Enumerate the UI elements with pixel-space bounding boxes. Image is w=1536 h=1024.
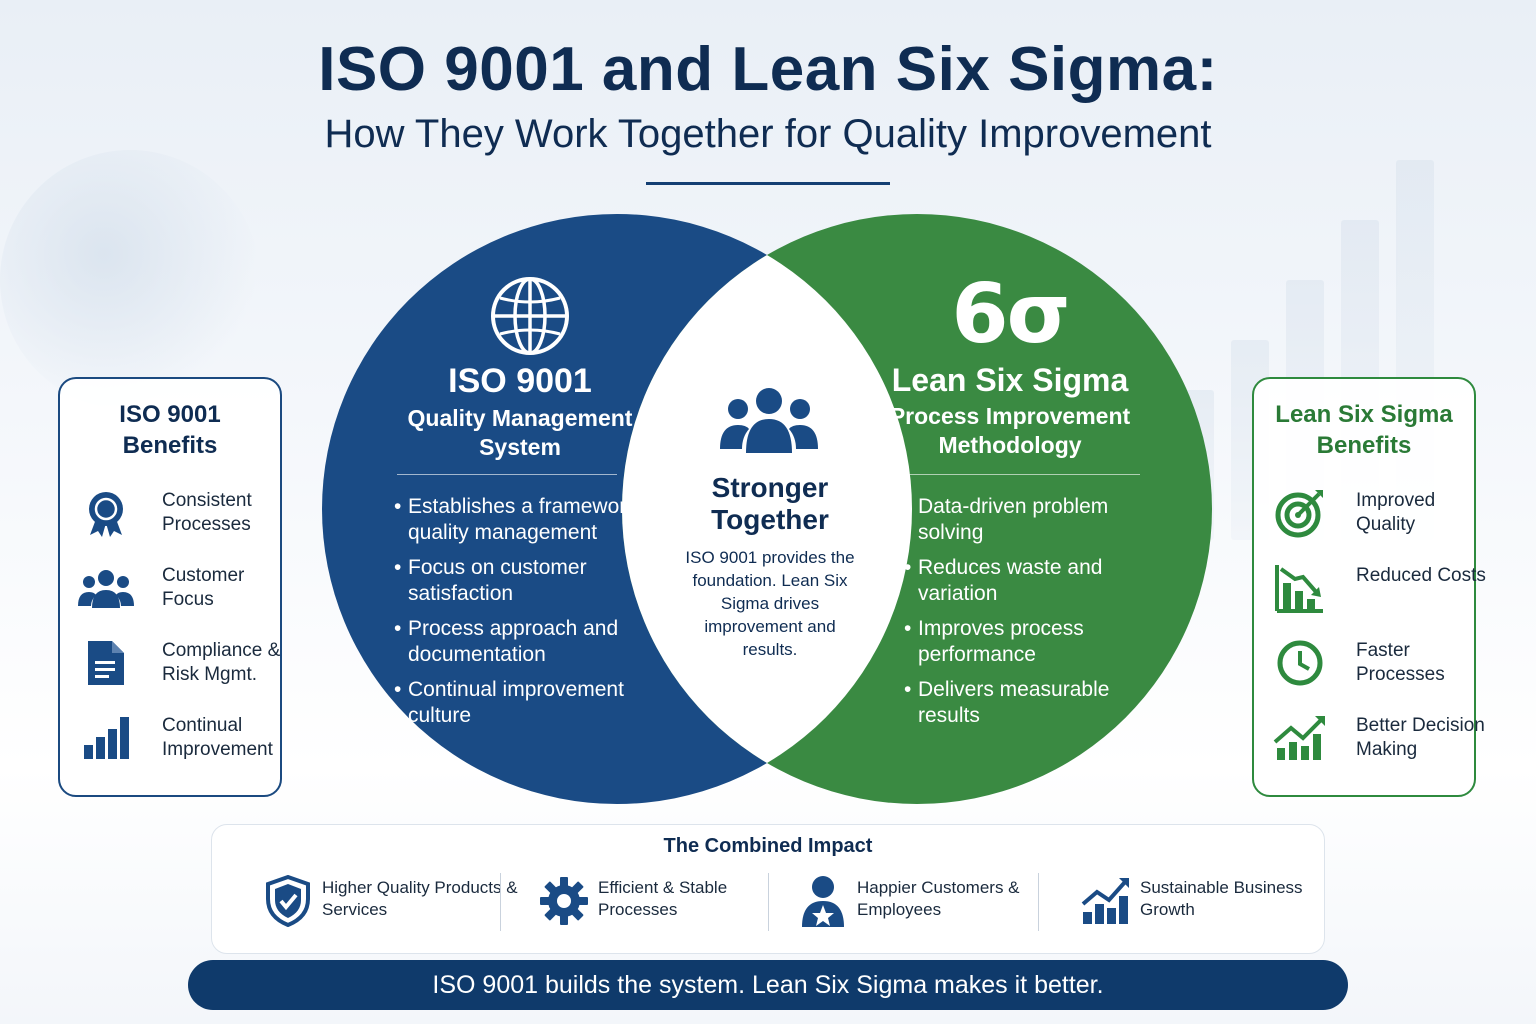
customers-icon — [78, 564, 134, 612]
growth-chart-icon — [1080, 875, 1132, 927]
list-item: Continual improvement culture — [394, 677, 674, 729]
iso-benefits-title: ISO 9001 Benefits — [119, 401, 221, 459]
iso-benefit-item: Consistent Processes — [78, 485, 278, 541]
clock-icon — [1272, 639, 1328, 687]
document-icon — [78, 639, 134, 687]
list-item: Process approach and documentation — [394, 616, 674, 668]
globe-icon — [488, 274, 572, 358]
list-item: Improves process performance — [904, 616, 1144, 668]
page-subtitle: How They Work Together for Quality Impro… — [324, 112, 1212, 156]
footer-tagline: ISO 9001 builds the system. Lean Six Sig… — [188, 960, 1348, 1010]
center-description: ISO 9001 provides the foundation. Lean S… — [685, 548, 855, 659]
list-item: Reduces waste and variation — [904, 555, 1144, 607]
lss-benefits-title: Lean Six Sigma Benefits — [1275, 401, 1453, 459]
iso-title: ISO 9001 — [448, 362, 592, 400]
iso-benefits-panel: ISO 9001 Benefits Consistent Processes — [58, 377, 282, 797]
impact-title: The Combined Impact — [663, 835, 873, 857]
lss-benefit-item: Reduced Costs — [1272, 560, 1486, 616]
iso-benefit-item: Compliance & Risk Mgmt. — [78, 635, 280, 691]
impact-separator — [1038, 873, 1039, 931]
lss-divider — [905, 474, 1140, 475]
overlap-region — [622, 214, 912, 804]
combined-impact-panel: The Combined Impact Higher Quality Produ… — [211, 824, 1325, 954]
impact-separator — [500, 873, 501, 931]
lss-title: Lean Six Sigma — [891, 362, 1129, 398]
iso-bullet-list: Establishes a framework for quality mana… — [394, 494, 674, 738]
venn-diagram: ISO 9001 Quality Management System Estab… — [320, 212, 1220, 806]
target-icon — [1272, 489, 1328, 538]
lss-bullet-list: Data-driven problem solving Reduces wast… — [904, 494, 1144, 738]
trend-up-icon — [1272, 714, 1328, 762]
award-ribbon-icon — [78, 489, 134, 537]
page-title: ISO 9001 and Lean Six Sigma: — [318, 35, 1218, 104]
lss-benefits-panel: Lean Six Sigma Benefits Improved Quality — [1252, 377, 1486, 797]
lss-subtitle: Process Improvement Methodology — [889, 403, 1131, 458]
bar-chart-icon — [78, 714, 134, 762]
list-item: Delivers measurable results — [904, 677, 1144, 729]
iso-benefit-item: Continual Improvement — [78, 710, 278, 766]
lss-benefit-item: Faster Processes — [1272, 635, 1472, 691]
iso-divider — [397, 474, 617, 475]
list-item: Focus on customer satisfaction — [394, 555, 674, 607]
iso-subtitle: Quality Management System — [407, 405, 633, 460]
declining-chart-icon — [1272, 564, 1328, 613]
list-item: Establishes a framework for quality mana… — [394, 494, 674, 546]
person-star-icon — [797, 875, 849, 927]
six-sigma-symbol: 6σ — [951, 267, 1071, 362]
shield-check-icon — [262, 875, 314, 927]
list-item: Data-driven problem solving — [904, 494, 1144, 546]
title-divider — [646, 182, 890, 185]
team-icon — [720, 387, 818, 453]
iso-benefit-item: Customer Focus — [78, 560, 278, 616]
center-title: Stronger Together — [711, 472, 829, 535]
gear-icon — [538, 875, 590, 927]
lss-benefit-item: Better Decision Making — [1272, 710, 1485, 766]
background-hand-decoration — [0, 150, 260, 410]
lss-benefit-item: Improved Quality — [1272, 485, 1472, 541]
impact-separator — [768, 873, 769, 931]
